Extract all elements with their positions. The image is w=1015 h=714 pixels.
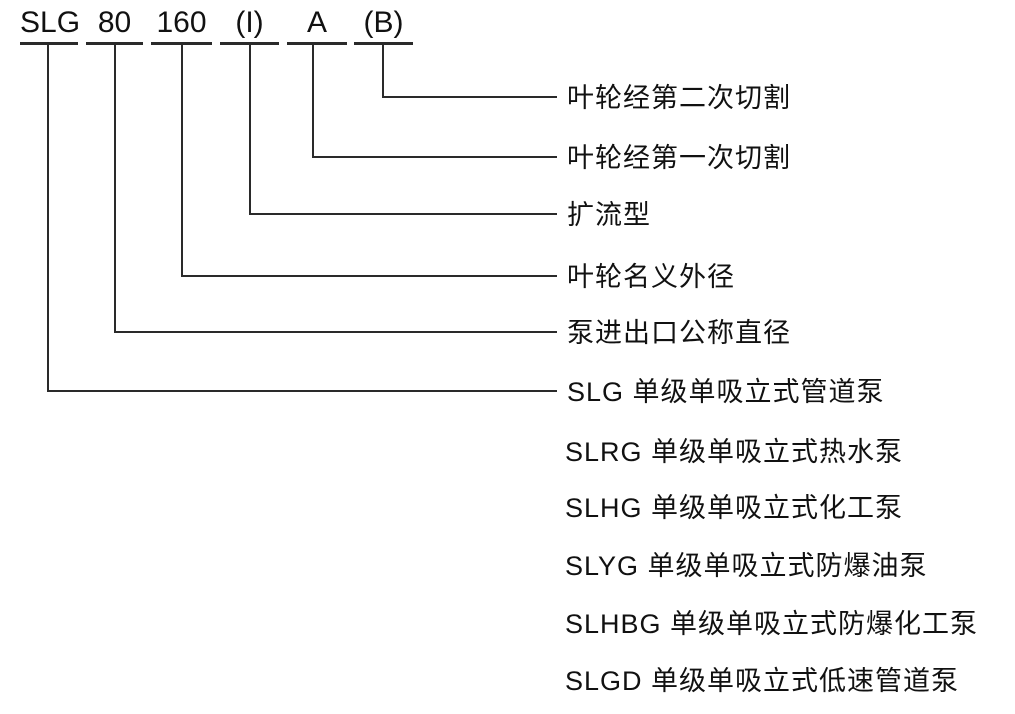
code-segment-inlet-outlet-diameter: 80: [86, 6, 143, 45]
callout-label-second-cut: 叶轮经第二次切割: [567, 83, 791, 113]
connector-line-horizontal-i: [249, 213, 557, 215]
code-segment-diffuser-type: (I): [220, 6, 279, 45]
connector-line-horizontal-80: [114, 331, 557, 333]
connector-line-vertical-slg: [47, 45, 49, 392]
pump-series-slrg: SLRG 单级单吸立式热水泵: [565, 437, 904, 467]
code-segment-impeller-diameter: 160: [151, 6, 212, 45]
connector-line-horizontal-160: [181, 275, 557, 277]
code-segment-series: SLG: [20, 6, 80, 45]
pump-series-slhbg: SLHBG 单级单吸立式防爆化工泵: [565, 609, 979, 639]
callout-label-inlet-outlet-diameter: 泵进出口公称直径: [567, 318, 791, 348]
callout-label-series-slg: SLG 单级单吸立式管道泵: [567, 377, 885, 407]
code-segment-second-cut: (B): [354, 6, 413, 45]
pump-series-slgd: SLGD 单级单吸立式低速管道泵: [565, 666, 960, 696]
callout-label-first-cut: 叶轮经第一次切割: [567, 143, 791, 173]
connector-line-vertical-a: [312, 45, 314, 158]
connector-line-horizontal-b: [382, 96, 557, 98]
connector-line-vertical-160: [181, 45, 183, 277]
callout-label-impeller-diameter: 叶轮名义外径: [567, 262, 735, 292]
connector-line-horizontal-a: [312, 156, 557, 158]
code-segment-first-cut: A: [287, 6, 347, 45]
connector-line-horizontal-slg: [47, 390, 557, 392]
callout-label-diffuser-type: 扩流型: [567, 200, 651, 230]
connector-line-vertical-b: [382, 45, 384, 98]
connector-line-vertical-i: [249, 45, 251, 215]
pump-series-slyg: SLYG 单级单吸立式防爆油泵: [565, 551, 928, 581]
pump-series-slhg: SLHG 单级单吸立式化工泵: [565, 493, 904, 523]
connector-line-vertical-80: [114, 45, 116, 333]
